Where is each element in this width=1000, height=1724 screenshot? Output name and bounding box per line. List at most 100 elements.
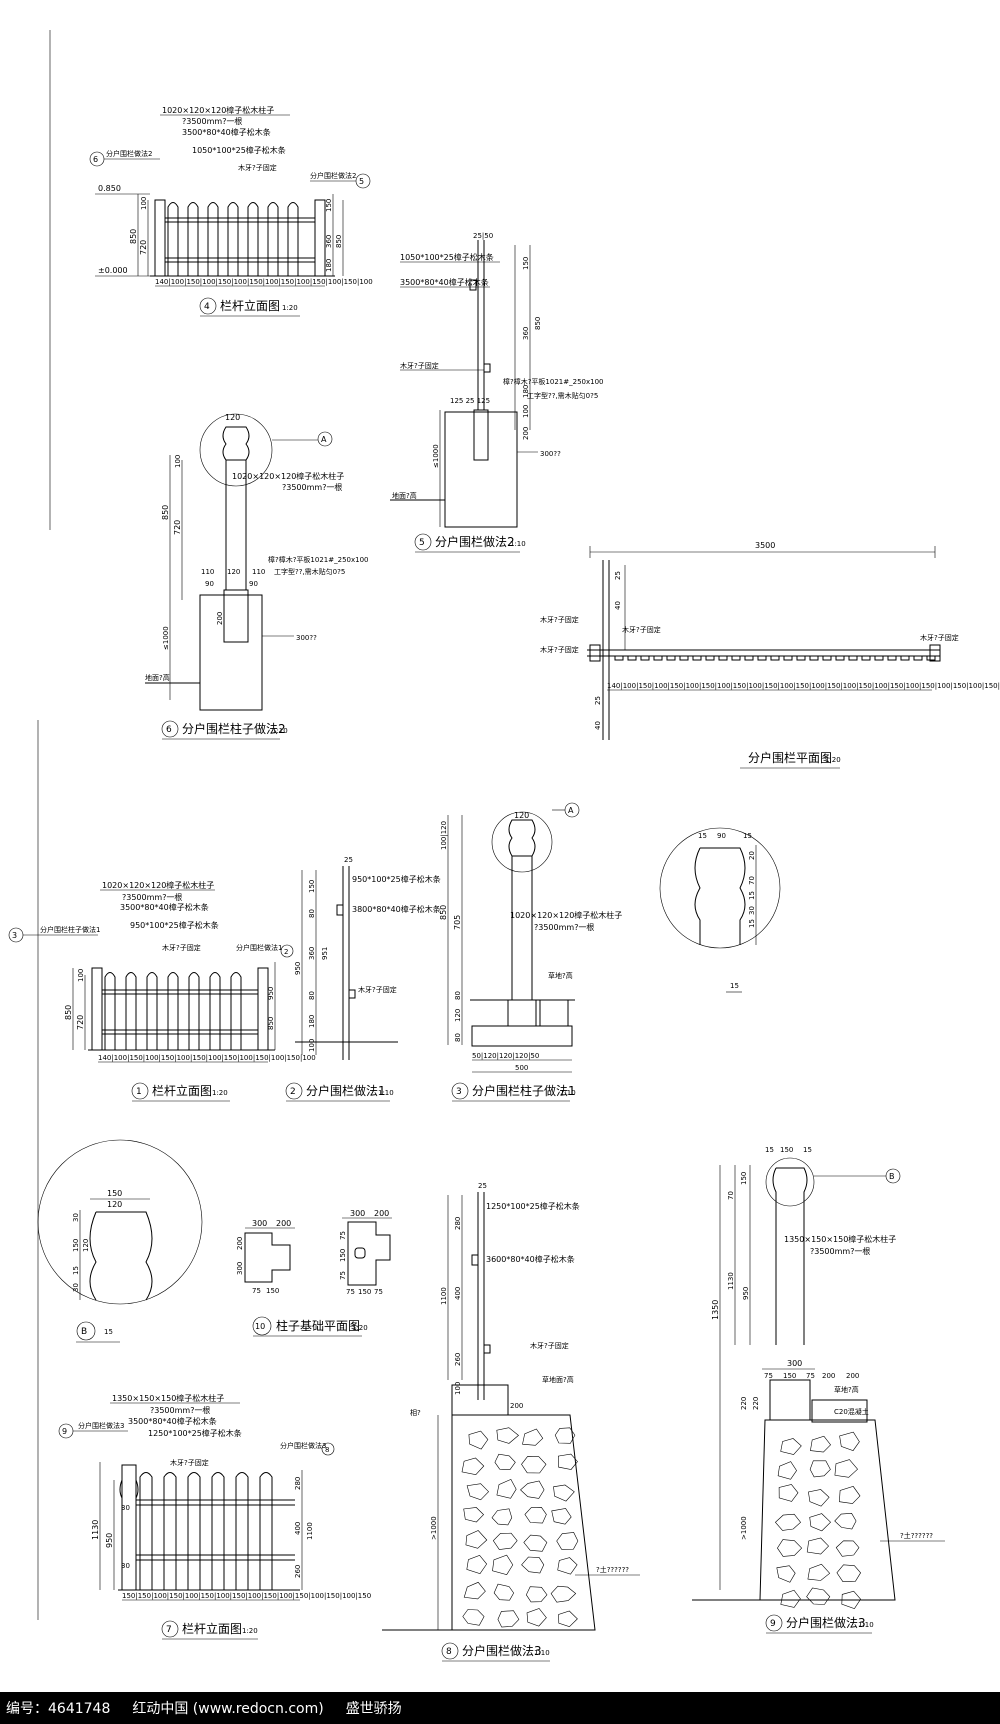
detB-h4: 15 — [72, 1266, 80, 1275]
plan-picket — [900, 655, 910, 661]
rubble-stone — [522, 1428, 544, 1446]
plan-d4: 40 — [594, 721, 602, 730]
picket — [235, 1472, 249, 1590]
rubble-stone — [834, 1459, 859, 1478]
v3-caption-title: 分户围栏柱子做法1 — [472, 1083, 576, 1098]
v7-dim-r1: 280 — [294, 1477, 302, 1490]
v1-dim-100: 100 — [77, 969, 85, 982]
v7-tag-left: 9 — [62, 1427, 67, 1436]
v5-dim-top: 25|50 — [473, 232, 493, 240]
v3-caption-num: 3 — [456, 1087, 462, 1097]
rubble-stone — [492, 1554, 514, 1576]
plan-note-4: 木牙?子固定 — [920, 633, 959, 642]
v10-caption-scale: 1:20 — [352, 1324, 368, 1332]
view-5-section: 25|50 150 360 850 180 100 200 1050*100*2… — [390, 232, 603, 553]
rubble-stone — [525, 1586, 548, 1603]
v9-note-2: ?3500mm?一根 — [810, 1246, 870, 1256]
v6-w6: 200 — [216, 612, 224, 625]
detA-h4: 30 — [748, 906, 756, 915]
v1-tag-left: 3 — [12, 931, 17, 940]
v5-dim-180: 180 — [522, 385, 530, 398]
v4-ref-left: 分户围栏做法2 — [106, 149, 152, 158]
v7-dim-r4: 260 — [294, 1565, 302, 1578]
v1-caption-title: 栏杆立面图 — [152, 1083, 212, 1098]
v10-a2: 200 — [276, 1219, 291, 1228]
v5-dim-200: 200 — [522, 427, 530, 440]
plan-picket — [861, 655, 871, 661]
v3-tag: A — [568, 806, 574, 815]
rubble-stone — [557, 1557, 578, 1575]
plan-note-2: 木牙?子固定 — [622, 625, 661, 634]
rubble-stone — [551, 1508, 572, 1525]
v5-footing — [444, 411, 518, 528]
v1-caption-num: 1 — [136, 1087, 142, 1097]
detB-scale: 15 — [104, 1328, 113, 1336]
detA-d1: 15 — [698, 832, 707, 840]
rubble-stone — [807, 1563, 831, 1581]
plan-note-1: 木牙?子固定 — [540, 615, 579, 624]
detB-h1: 30 — [72, 1213, 80, 1222]
v4-note-1: 1020×120×120樟子松木柱子 — [162, 105, 274, 115]
plan-picket — [666, 655, 676, 661]
v3-dim-80b: 80 — [454, 1033, 462, 1042]
v3-width-top: 120 — [514, 811, 529, 820]
v8-caption-num: 8 — [446, 1647, 452, 1657]
picket — [167, 972, 179, 1050]
v9-note-3: 草地?高 — [834, 1385, 859, 1394]
v5-dim-150: 150 — [522, 257, 530, 270]
watermark-footer: 编号：4641748 红动中国 (www.redocn.com) 盛世骄扬 — [0, 1692, 1000, 1724]
v3-dim-850: 850 — [439, 905, 448, 920]
v1-dim-720: 720 — [76, 1015, 85, 1030]
v9-w2: 150 — [780, 1146, 793, 1154]
v4-tag-right: 5 — [359, 177, 364, 186]
v4-bottom-dims: 140|100|150|100|150|100|150|100|150|100|… — [155, 278, 373, 286]
picket — [167, 202, 179, 276]
plan-picket — [731, 655, 741, 661]
v5-caption-num: 5 — [419, 538, 425, 548]
plan-width: 3500 — [755, 541, 775, 550]
v5-dim-850: 850 — [534, 317, 542, 330]
v10-b1: 300 — [350, 1209, 365, 1218]
v4-note-4: 1050*100*25樟子松木条 — [192, 145, 286, 155]
v4-note-3: 3500*80*40樟子松木条 — [182, 127, 271, 137]
v9-stones — [774, 1431, 861, 1610]
plan-picket — [653, 655, 663, 661]
v4-dim-r3: 850 — [335, 235, 343, 248]
v5-caption-scale: 1:10 — [510, 540, 526, 548]
picket — [146, 972, 158, 1050]
v7-dim-1130: 1130 — [91, 1520, 100, 1540]
v6-dim-1000: ≤1000 — [162, 626, 170, 650]
v4-tag-left: 6 — [93, 155, 98, 164]
detA-d3: 15 — [743, 832, 752, 840]
v9-w3: 15 — [803, 1146, 812, 1154]
rubble-stone — [468, 1430, 489, 1450]
v7-tag-right: 8 — [325, 1446, 329, 1454]
view-9-post-section: 15 150 15 B 1350×150×150樟子松木柱子 ?3500mm?一… — [692, 1146, 945, 1634]
rubble-stone — [839, 1486, 861, 1504]
plan-d2: 40 — [614, 601, 622, 610]
v6-note-5: 300?? — [296, 634, 317, 642]
v8-caption-title: 分户围栏做法3 — [462, 1643, 542, 1658]
v9-width-total: 300 — [787, 1359, 802, 1368]
v4-dim-r4: 180 — [325, 259, 333, 272]
v1-note-5: 木牙?子固定 — [162, 943, 201, 952]
v9-w1: 15 — [765, 1146, 774, 1154]
rubble-stone — [809, 1513, 832, 1532]
rubble-stone — [806, 1537, 830, 1555]
rubble-stone — [466, 1554, 488, 1575]
rubble-stone — [841, 1590, 861, 1610]
v8-dim-200: 200 — [510, 1402, 523, 1410]
v3-dim-80a: 80 — [454, 991, 462, 1000]
v7-dim-950: 950 — [105, 1533, 114, 1548]
view-4-fence-elevation: 1020×120×120樟子松木柱子 ?3500mm?一根 3500*80*40… — [89, 105, 373, 317]
picket — [125, 972, 137, 1050]
rubble-stone — [523, 1534, 548, 1552]
v6-w1: 110 — [201, 568, 214, 576]
v3-note-2: ?3500mm?一根 — [534, 922, 594, 932]
plan-picket — [913, 655, 923, 661]
v5-note-6: 300?? — [540, 450, 561, 458]
v7-dim-r3: 1100 — [306, 1522, 314, 1540]
v9-dim-1000: >1000 — [740, 1516, 748, 1540]
v4-dim-100: 100 — [140, 197, 148, 210]
v4-caption-title: 栏杆立面图 — [220, 298, 280, 313]
